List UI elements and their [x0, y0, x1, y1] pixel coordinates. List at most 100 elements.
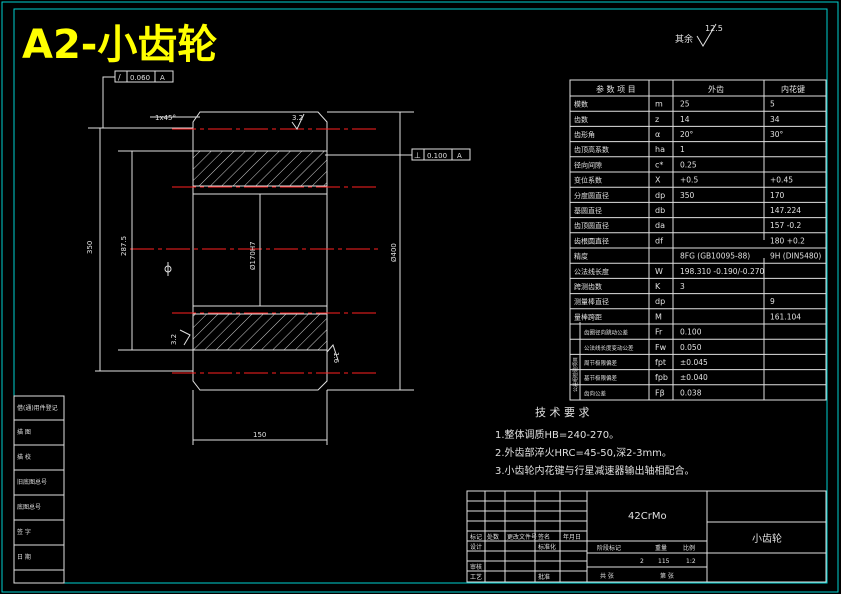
- param-ext-value: 0.038: [680, 388, 702, 397]
- svg-text:2: 2: [640, 558, 644, 565]
- svg-text:签 字: 签 字: [17, 528, 31, 536]
- param-name: 径向间隙: [574, 160, 602, 169]
- param-ext-value: 0.100: [680, 328, 702, 337]
- param-name: 齿顶圆直径: [574, 221, 609, 230]
- param-int-value: 161.104: [770, 312, 801, 321]
- param-int-value: 180 +0.2: [770, 236, 805, 245]
- svg-text:批准: 批准: [538, 573, 550, 581]
- technical-requirements: 技 术 要 求 1.整体调质HB=240-270。 2.外齿部淬火HRC=45-…: [495, 406, 695, 477]
- param-symbol: α: [655, 130, 660, 139]
- svg-text:/: /: [118, 73, 121, 82]
- param-name: 齿向公差: [584, 389, 607, 397]
- svg-text:1.整体调质HB=240-270。: 1.整体调质HB=240-270。: [495, 428, 619, 441]
- param-name: 周节极限偏差: [584, 359, 618, 367]
- svg-text:工艺: 工艺: [470, 573, 482, 581]
- param-ext-value: ±0.045: [680, 358, 708, 367]
- perpendicularity-frame: ⊥ 0.100 A: [325, 148, 471, 161]
- inner-frame: [13, 8, 828, 584]
- svg-text:287.5: 287.5: [120, 236, 128, 256]
- svg-text:标准化: 标准化: [538, 543, 556, 551]
- svg-text:第 张: 第 张: [660, 572, 674, 580]
- roughness-symbol: 其余 12.5: [675, 23, 723, 47]
- svg-text:借(通)用件登记: 借(通)用件登记: [17, 404, 58, 412]
- param-header: 内花键: [781, 84, 805, 94]
- param-int-value: 34: [770, 115, 780, 124]
- svg-text:Ø400: Ø400: [390, 243, 398, 262]
- param-int-value: 157 -0.2: [770, 221, 802, 230]
- param-symbol: da: [655, 221, 665, 230]
- param-ext-value: 0.050: [680, 343, 702, 352]
- param-int-value: 9: [770, 297, 775, 306]
- param-name: 齿根圆直径: [574, 236, 609, 245]
- param-symbol: dp: [655, 191, 665, 200]
- svg-text:技 术 要 求: 技 术 要 求: [535, 406, 590, 419]
- svg-text:3.小齿轮内花键与行星减速器输出轴相配合。: 3.小齿轮内花键与行星减速器输出轴相配合。: [495, 464, 695, 477]
- param-symbol: K: [655, 282, 661, 291]
- param-name: 基圆直径: [574, 206, 602, 215]
- svg-text:设计: 设计: [470, 543, 482, 551]
- param-ext-value: 8FG (GB10095-88): [680, 252, 750, 261]
- svg-text:1x45°: 1x45°: [155, 114, 176, 122]
- svg-text:审核: 审核: [470, 563, 482, 571]
- svg-text:150: 150: [253, 431, 266, 439]
- param-int-value: 9H (DIN5480): [770, 252, 821, 261]
- param-name: 量棒跨距: [574, 312, 602, 321]
- svg-text:标记: 标记: [470, 533, 482, 541]
- param-name: 基节极限偏差: [584, 374, 618, 382]
- param-symbol: dp: [655, 297, 665, 306]
- param-symbol: c*: [655, 160, 663, 169]
- svg-text:比例: 比例: [683, 544, 695, 552]
- hatch-top: [192, 150, 328, 187]
- svg-text:描 图: 描 图: [17, 428, 31, 436]
- param-name: 齿圈径向跳动公差: [584, 329, 629, 337]
- runout-tolerance-frame: / 0.060 A: [102, 70, 174, 128]
- svg-text:1.6: 1.6: [332, 352, 340, 364]
- svg-text:重量: 重量: [655, 544, 667, 552]
- param-ext-value: 3: [680, 282, 685, 291]
- param-int-value: 5: [770, 100, 775, 109]
- svg-text:3.2: 3.2: [170, 334, 178, 345]
- svg-text:0.060: 0.060: [130, 74, 150, 82]
- param-name: 模数: [574, 100, 588, 109]
- svg-text:日 期: 日 期: [17, 553, 31, 561]
- svg-text:小齿轮: 小齿轮: [752, 532, 782, 545]
- svg-text:12.5: 12.5: [705, 24, 723, 33]
- svg-text:350: 350: [86, 241, 94, 254]
- param-ext-value: 198.310 -0.190/-0.270: [680, 267, 765, 276]
- svg-text:共 张: 共 张: [600, 572, 614, 580]
- svg-text:3.2: 3.2: [292, 114, 303, 122]
- param-ext-value: 14: [680, 115, 690, 124]
- param-symbol: df: [655, 236, 663, 245]
- param-name: 齿形角: [574, 130, 595, 139]
- param-symbol: X: [655, 176, 661, 185]
- param-name: 齿顶高系数: [574, 145, 609, 154]
- param-name: 公法线长度: [574, 267, 609, 276]
- svg-text:阶段标记: 阶段标记: [597, 544, 621, 552]
- svg-text:1:2: 1:2: [686, 558, 696, 565]
- page-title: A2-小齿轮: [22, 22, 217, 68]
- param-ext-value: 0.25: [680, 160, 697, 169]
- param-int-value: +0.45: [770, 176, 793, 185]
- svg-text:A: A: [457, 152, 462, 160]
- svg-text:处数: 处数: [487, 533, 499, 541]
- svg-text:A: A: [160, 74, 165, 82]
- svg-text:⊥: ⊥: [414, 151, 421, 160]
- param-name: 齿数: [574, 115, 588, 124]
- svg-text:签名: 签名: [538, 533, 550, 541]
- param-symbol: W: [655, 267, 663, 276]
- hatch-bottom: [192, 313, 328, 351]
- param-ext-value: +0.5: [680, 176, 698, 185]
- svg-text:2.外齿部淬火HRC=45-50,深2-3mm。: 2.外齿部淬火HRC=45-50,深2-3mm。: [495, 446, 672, 459]
- left-strip: 借(通)用件登记 描 图 描 校 旧底图总号 底图总号 签 字 日 期: [13, 395, 65, 584]
- svg-text:旧底图总号: 旧底图总号: [17, 478, 47, 486]
- svg-text:42CrMo: 42CrMo: [628, 511, 667, 522]
- svg-text:Ø170H7: Ø170H7: [249, 241, 257, 270]
- svg-text:更改文件号: 更改文件号: [507, 533, 537, 541]
- param-name: 跨测齿数: [574, 282, 602, 291]
- param-int-value: 147.224: [770, 206, 801, 215]
- param-header: 参 数 项 目: [596, 84, 636, 94]
- svg-text:0.100: 0.100: [427, 152, 447, 160]
- param-name: 公法线长度变动公差: [584, 344, 634, 352]
- dimensions: 350 287.5 Ø170H7 Ø400 150 1x45° 3.2 3.2 …: [86, 112, 401, 441]
